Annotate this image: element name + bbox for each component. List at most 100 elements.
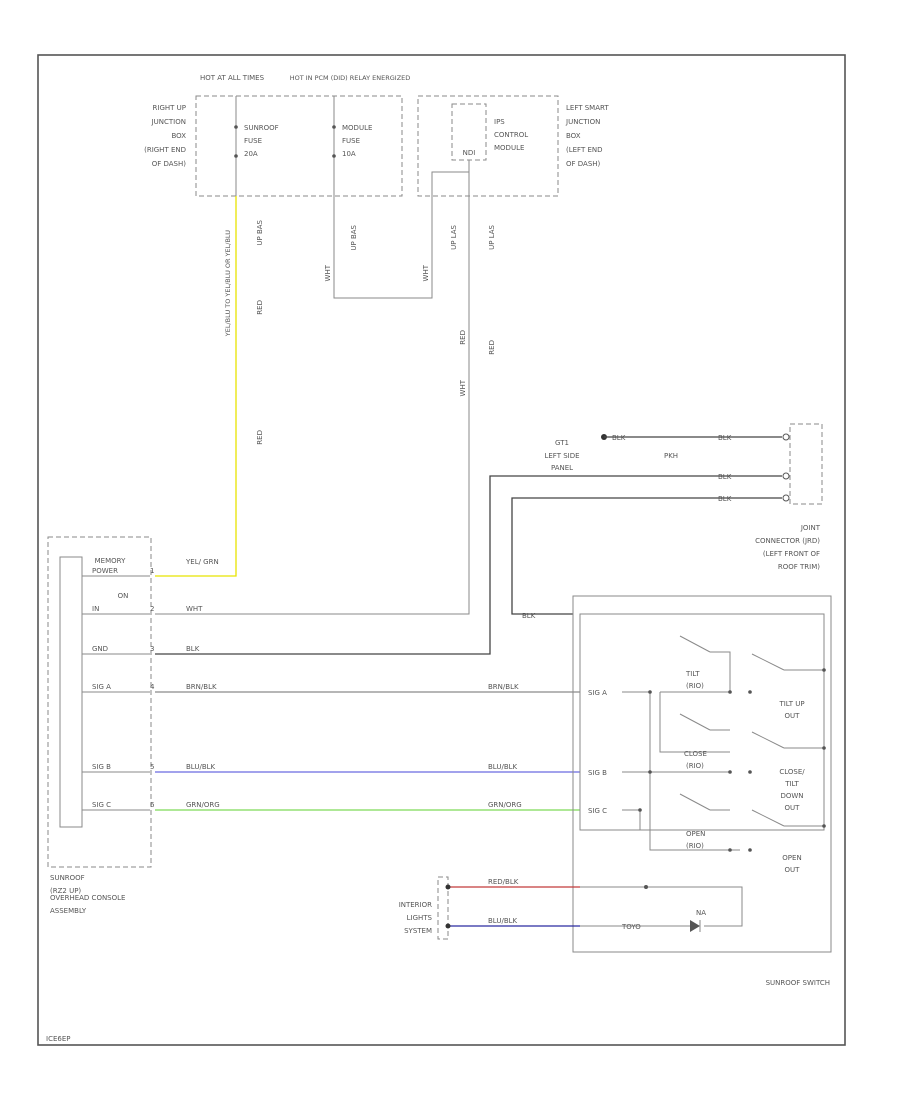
lights-connector-pin (445, 884, 451, 890)
module-fuse-label-2: FUSE (342, 137, 360, 145)
module-fuse-label-1: MODULE (342, 124, 372, 132)
memory-pin-color: BRN/BLK (186, 683, 217, 691)
right-junction-box-line-3: BOX (171, 132, 186, 140)
memory-pin-num: 2 (150, 605, 154, 613)
switch-pin-label: SIG C (588, 807, 607, 815)
ground-wire3-label: BLK (718, 473, 732, 481)
lights-connector-pin (445, 923, 451, 929)
lights-dot (644, 885, 648, 889)
wire1-color-top: RED (256, 300, 264, 315)
lights-inner-label: TOYO (621, 923, 641, 931)
hot-at-all-times-label: HOT AT ALL TIMES (200, 74, 265, 82)
joint-pin (782, 494, 790, 502)
interior-lights: RED/BLK BLU/BLK INTERIOR LIGHTS SYSTEM (399, 876, 580, 940)
right-junction-box-line-2: JUNCTION (151, 118, 186, 126)
fuse-dot (332, 154, 336, 158)
memory-module-body (59, 556, 83, 828)
switch-dot (648, 770, 652, 774)
diagram-border (37, 54, 846, 1046)
ips-pin-label: NDI (463, 149, 476, 157)
switch-pin-label: SIG B (588, 769, 607, 777)
wire4-color-mid: WHT (459, 379, 467, 396)
left-junction-box-line-1: LEFT SMART (566, 104, 609, 112)
switch-dot (728, 690, 732, 694)
fuse-dot (234, 154, 238, 158)
ground-location-1: LEFT SIDE (544, 452, 579, 460)
right-junction-box-line-5: OF DASH) (152, 160, 187, 168)
switch-blade (679, 713, 730, 731)
switch-label-open-1: OPEN (686, 830, 705, 838)
switch-pin-label: SIG A (588, 689, 607, 697)
sunroof-fuse-label-1: SUNROOF (244, 124, 279, 132)
ground-mid-label: PKH (664, 452, 678, 460)
memory-ground-wire (155, 475, 782, 655)
switch-ground-wire (511, 497, 782, 615)
ground-joint: BLK BLK PKH GT1 LEFT SIDE PANEL BLK BLK … (155, 423, 823, 655)
ground-wire2-label: BLK (718, 434, 732, 442)
switch-label-close-2: (RIO) (686, 762, 704, 770)
console-label-2: ASSEMBLY (50, 907, 87, 915)
switch-label-close-1: CLOSE (684, 750, 707, 758)
output-open-2: OUT (785, 866, 801, 874)
memory-header: MEMORY (95, 557, 126, 565)
left-junction-box-line-5: OF DASH) (566, 160, 601, 168)
module-fuse-label-3: 10A (342, 150, 356, 158)
wire3-color: WHT (422, 264, 430, 281)
switch-dot (748, 690, 752, 694)
switch-label-tilt-2: (RIO) (686, 682, 704, 690)
switch-dot (822, 668, 826, 672)
sunroof-switch-name: SUNROOF SWITCH (766, 979, 830, 987)
sunroof-fuse-label-2: FUSE (244, 137, 262, 145)
left-junction-box-line-2: JUNCTION (565, 118, 600, 126)
ips-module-label-2: CONTROL (494, 131, 528, 139)
joint-connector-line-3: (LEFT FRONT OF (763, 550, 820, 558)
wire1-color-bottom: RED (256, 430, 264, 445)
switch-dot (748, 848, 752, 852)
wire2-pin-label: UP BAS (350, 224, 358, 250)
wire4-color-top: RED (488, 340, 496, 355)
diagram-code: ICE6EP (46, 1035, 70, 1043)
fuse-dot (332, 125, 336, 129)
left-junction-box: NDI IPS CONTROL MODULE LEFT SMART JUNCTI… (417, 95, 609, 197)
output-close-4: OUT (785, 804, 801, 812)
joint-connector-line-2: CONNECTOR (JRD) (755, 537, 820, 545)
output-close-2: TILT (784, 780, 799, 788)
wire2-color: WHT (324, 264, 332, 281)
ground-location-2: PANEL (551, 464, 573, 472)
switch-bus (622, 809, 730, 831)
switch-dot (822, 824, 826, 828)
memory-pin-num: 5 (150, 763, 154, 771)
switch-blade (679, 793, 730, 811)
sunroof-switch-body (572, 595, 832, 953)
memory-module-outline (47, 536, 152, 868)
sunroof-fuse-label-3: 20A (244, 150, 258, 158)
memory-pin-name: SIG B (92, 763, 111, 771)
memory-pin-color: WHT (186, 605, 203, 613)
right-junction-box-line-4: (RIGHT END (144, 146, 186, 154)
led-label: NA (696, 909, 706, 917)
switch-blade (679, 635, 731, 692)
memory-sublabel-2: (RZ2 UP) (50, 887, 81, 895)
ips-module-label-3: MODULE (494, 144, 524, 152)
ips-input-wire (155, 196, 470, 615)
joint-pin (782, 472, 790, 480)
switch-blade (751, 653, 824, 671)
ground-wire1-label: BLK (612, 434, 626, 442)
interior-lights-label-3: SYSTEM (404, 927, 432, 935)
memory-pin-name: SIG C (92, 801, 111, 809)
module-fuse-loop-wire (333, 196, 433, 299)
joint-connector-line-1: JOINT (800, 524, 821, 532)
lights-inner-loop (580, 886, 743, 927)
memory-pin-num: 6 (150, 801, 155, 809)
ground-g-label: GT1 (555, 439, 569, 447)
switch-bus (659, 692, 730, 753)
memory-pin-name: SIG A (92, 683, 111, 691)
hot-in-pcm-label: HOT IN PCM (DID) RELAY ENERGIZED (290, 74, 411, 82)
ground-wire4-label: BLK (718, 495, 732, 503)
right-junction-box: HOT AT ALL TIMES HOT IN PCM (DID) RELAY … (144, 74, 411, 197)
output-close-3: DOWN (780, 792, 803, 800)
memory-pin-color: BLU/BLK (186, 763, 216, 771)
output-close-1: CLOSE/ (779, 768, 805, 776)
joint-connector-line-4: ROOF TRIM) (778, 563, 820, 571)
output-tilt-up-1: TILT UP (778, 700, 804, 708)
